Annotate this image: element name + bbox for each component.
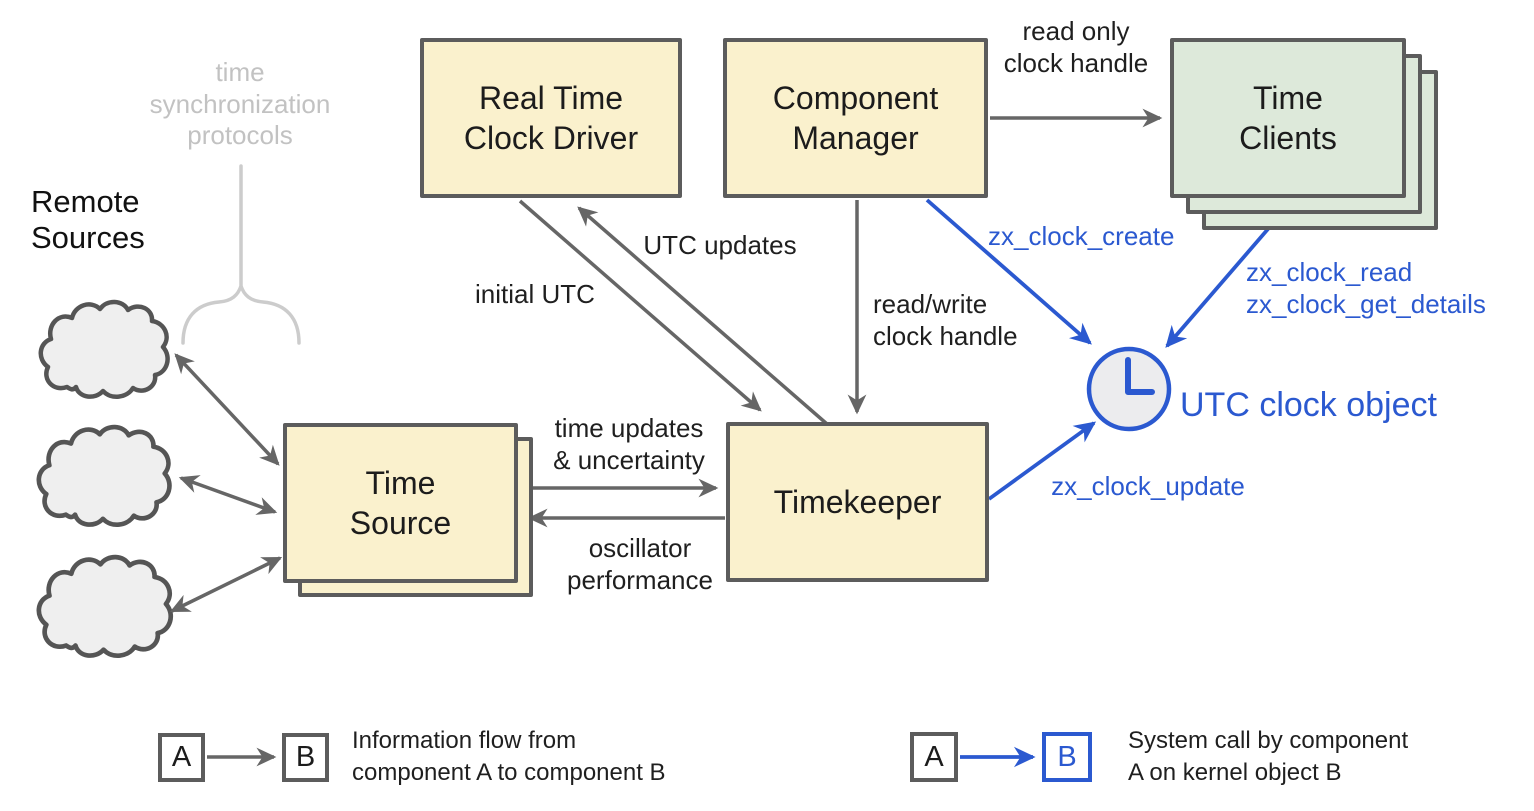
time-clients-stack: Time Clients bbox=[1170, 38, 1438, 230]
utc-clock-icon bbox=[1086, 346, 1172, 432]
legend-syscall-text: System call by component A on kernel obj… bbox=[1128, 727, 1409, 787]
read-write-clock-handle-label: read/write clock handle bbox=[873, 289, 1018, 351]
arrow-cloud1-timesource bbox=[174, 353, 280, 466]
arrow-timekeeper-to-rtc-utc-updates bbox=[577, 206, 829, 426]
read-only-clock-handle-label: read only clock handle bbox=[1003, 16, 1149, 78]
legend-flow-a-box: A bbox=[158, 733, 205, 782]
utc-updates-label: UTC updates bbox=[643, 230, 797, 260]
timekeeper-box: Timekeeper bbox=[726, 422, 989, 582]
protocols-brace-icon bbox=[181, 164, 301, 345]
legend-syscall-b-box: B bbox=[1042, 732, 1092, 782]
time-source-stack: Time Source bbox=[283, 423, 533, 598]
arrow-cloud3-timesource bbox=[169, 556, 283, 613]
utc-clock-object-label: UTC clock object bbox=[1180, 386, 1437, 424]
remote-sources-label: Remote Sources bbox=[31, 184, 145, 255]
oscillator-performance-label: oscillator performance bbox=[567, 533, 713, 595]
arrow-rtc-to-timekeeper-initial-utc bbox=[518, 199, 762, 412]
time-updates-uncertainty-label: time updates & uncertainty bbox=[553, 413, 705, 475]
arrow-timekeeper-zx-clock-update bbox=[987, 421, 1097, 501]
initial-utc-label: initial UTC bbox=[475, 279, 595, 309]
zx-clock-update-label: zx_clock_update bbox=[1051, 471, 1245, 501]
legend-flow-b-box: B bbox=[282, 733, 329, 782]
legend-syscall-a-box: A bbox=[910, 732, 958, 782]
remote-source-cloud-icon bbox=[41, 302, 168, 397]
zx-clock-read-get-details-label: zx_clock_read zx_clock_get_details bbox=[1246, 257, 1486, 319]
zx-clock-create-label: zx_clock_create bbox=[988, 221, 1175, 251]
remote-source-cloud-icon bbox=[39, 427, 170, 525]
time-source-box: Time Source bbox=[283, 423, 518, 583]
real-time-clock-driver-box: Real Time Clock Driver bbox=[420, 38, 682, 198]
legend-flow-text: Information flow from component A to com… bbox=[352, 727, 666, 787]
arrow-cloud2-timesource bbox=[178, 475, 278, 515]
protocols-label: time synchronization protocols bbox=[149, 57, 331, 151]
time-clients-box: Time Clients bbox=[1170, 38, 1406, 198]
remote-source-cloud-icon bbox=[39, 557, 171, 656]
arrow-cm-zx-clock-create bbox=[925, 198, 1092, 345]
component-manager-box: Component Manager bbox=[723, 38, 988, 198]
